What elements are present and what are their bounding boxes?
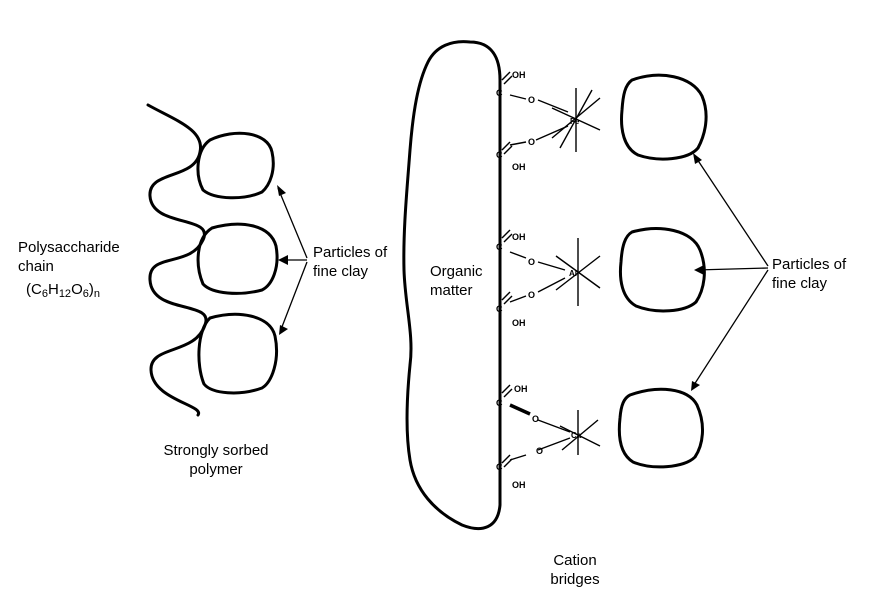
polysaccharide-formula: (C6H12O6)n xyxy=(26,281,100,300)
organic-matter xyxy=(402,40,502,530)
arrow-left-top xyxy=(277,187,308,259)
particles-fine-clay-label-left: Particles of fine clay xyxy=(313,244,388,280)
hydroxyl-label: OH xyxy=(512,70,526,80)
polysaccharide-chain-label: Polysaccharide chain xyxy=(18,239,120,275)
arrow-right-top xyxy=(694,155,769,267)
clay-particle-right-2 xyxy=(618,227,706,313)
particles-fine-clay-label-right: Particles of fine clay xyxy=(772,256,847,292)
arrowhead-left-mid xyxy=(278,255,288,265)
carbon-label: C xyxy=(496,88,503,98)
arrow-right-bottom xyxy=(691,269,769,389)
oxygen-label: O xyxy=(532,414,539,424)
oxygen-label: O xyxy=(528,257,535,267)
oxygen-label: O xyxy=(528,290,535,300)
hydroxyl-label: OH xyxy=(512,480,526,490)
arrowhead-left-top xyxy=(277,185,286,196)
oxygen-label: O xyxy=(528,95,535,105)
hydroxyl-label: OH xyxy=(512,318,526,328)
oxygen-label: O xyxy=(536,446,543,456)
arrowhead-left-bottom xyxy=(279,325,288,335)
arrowhead-right-mid xyxy=(694,265,704,275)
strongly-sorbed-caption: Strongly sorbed polymer xyxy=(163,442,269,478)
hydroxyl-label: OH xyxy=(512,162,526,172)
hydroxyl-label: OH xyxy=(512,232,526,242)
arrow-left-bottom xyxy=(279,261,308,333)
carbon-label: C xyxy=(496,150,503,160)
clay-particle-left-2 xyxy=(196,222,279,295)
carbon-label: C xyxy=(496,242,503,252)
clay-particle-left-1 xyxy=(196,131,275,200)
organic-matter-label: Organic matter xyxy=(430,263,483,299)
arrowhead-right-top xyxy=(693,153,702,164)
carbon-label: C xyxy=(496,304,503,314)
oxygen-label: O xyxy=(528,137,535,147)
arrow-right-mid xyxy=(695,267,769,271)
cation-al: Al xyxy=(569,269,577,278)
clay-particle-right-1 xyxy=(620,73,708,161)
clay-particle-left-3 xyxy=(197,312,278,395)
cation-fe: Fe xyxy=(570,117,580,126)
carbon-label: C xyxy=(496,462,503,472)
polysaccharide-chain xyxy=(146,103,208,417)
cation-bridges-caption: Cation bridges xyxy=(550,552,600,588)
carbon-label: C xyxy=(496,398,503,408)
cation-ca: Ca xyxy=(571,431,582,440)
arrowhead-right-bottom xyxy=(691,381,700,391)
clay-particle-right-3 xyxy=(617,387,704,469)
hydroxyl-label: OH xyxy=(514,384,528,394)
